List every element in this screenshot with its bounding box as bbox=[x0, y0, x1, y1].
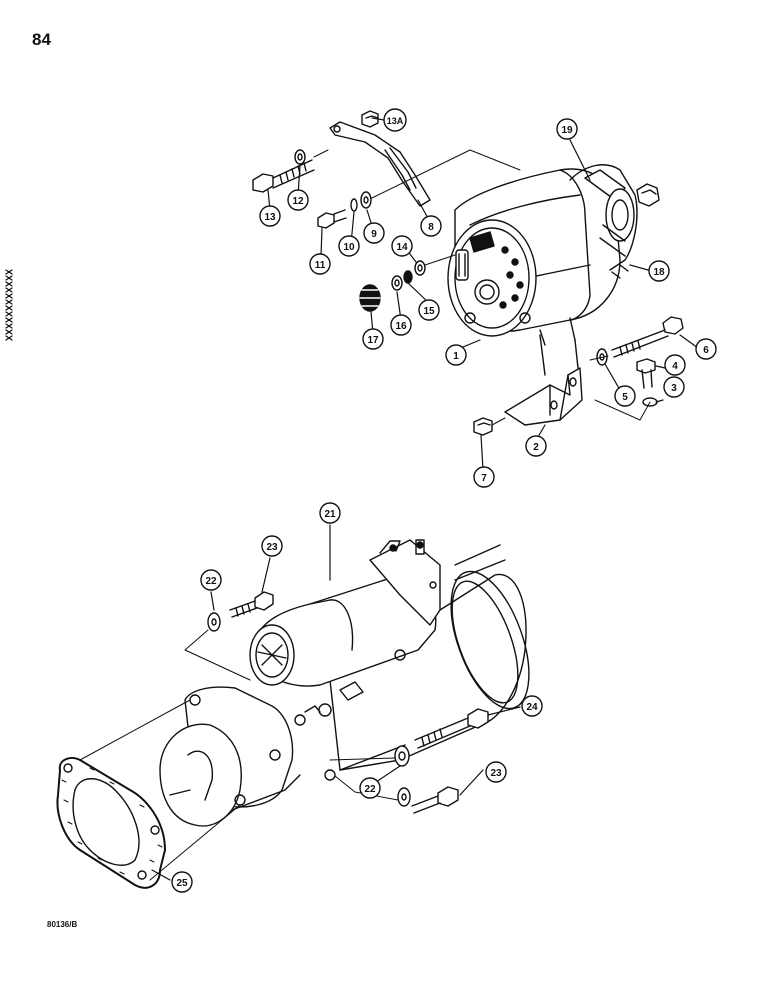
washer-22-lower bbox=[394, 745, 410, 767]
callout-3: 3 bbox=[663, 376, 685, 398]
callout-6: 6 bbox=[695, 338, 717, 360]
callout-18: 18 bbox=[648, 260, 670, 282]
callout-14: 14 bbox=[391, 235, 413, 257]
adjusting-strap bbox=[329, 121, 431, 207]
margin-mark bbox=[5, 269, 13, 341]
washer-14 bbox=[414, 260, 426, 276]
svg-text:3: 3 bbox=[671, 383, 677, 394]
nut-7 bbox=[473, 417, 493, 436]
svg-text:11: 11 bbox=[315, 260, 326, 271]
svg-text:10: 10 bbox=[343, 242, 355, 253]
svg-text:23: 23 bbox=[266, 542, 278, 553]
callout-24: 24 bbox=[521, 695, 543, 717]
figure-reference: 80136/B bbox=[47, 920, 78, 929]
starter-alignment-lines bbox=[79, 629, 399, 881]
washer-12 bbox=[294, 149, 306, 165]
callout-5: 5 bbox=[614, 385, 636, 407]
callout-19: 19 bbox=[556, 118, 578, 140]
svg-text:4: 4 bbox=[672, 361, 678, 372]
svg-text:13: 13 bbox=[264, 212, 276, 223]
callout-22-upper: 22 bbox=[200, 569, 222, 591]
callout-13A: 13A bbox=[383, 108, 407, 132]
svg-text:18: 18 bbox=[653, 267, 665, 278]
svg-text:14: 14 bbox=[396, 242, 408, 253]
svg-text:13A: 13A bbox=[387, 116, 404, 126]
callout-16: 16 bbox=[390, 314, 412, 336]
callout-12: 12 bbox=[287, 189, 309, 211]
svg-text:12: 12 bbox=[292, 196, 304, 207]
callout-13: 13 bbox=[259, 205, 281, 227]
svg-text:8: 8 bbox=[428, 222, 434, 233]
svg-text:23: 23 bbox=[490, 768, 502, 779]
callout-17: 17 bbox=[362, 328, 384, 350]
callout-23-upper: 23 bbox=[261, 535, 283, 557]
callout-23-lower: 23 bbox=[485, 761, 507, 783]
callout-22-lower: 22 bbox=[359, 777, 381, 799]
callout-8: 8 bbox=[420, 215, 442, 237]
svg-text:16: 16 bbox=[395, 321, 407, 332]
nut-17 bbox=[359, 284, 381, 312]
svg-text:19: 19 bbox=[561, 125, 573, 136]
callout-1: 1 bbox=[445, 344, 467, 366]
svg-text:5: 5 bbox=[622, 392, 628, 403]
svg-text:17: 17 bbox=[367, 335, 379, 346]
callout-9: 9 bbox=[363, 222, 385, 244]
washer-9 bbox=[360, 191, 372, 209]
bolt-11 bbox=[317, 209, 347, 229]
lockwasher-10 bbox=[350, 198, 358, 212]
mounting-gasket bbox=[56, 757, 166, 889]
callout-2: 2 bbox=[525, 435, 547, 457]
svg-text:15: 15 bbox=[423, 306, 435, 317]
washer-22-bottom bbox=[397, 787, 411, 807]
bolt-4 bbox=[636, 358, 656, 389]
bolt-6 bbox=[611, 316, 684, 358]
svg-text:9: 9 bbox=[371, 229, 377, 240]
callout-10: 10 bbox=[338, 235, 360, 257]
svg-text:22: 22 bbox=[364, 784, 376, 795]
bolt-23-lower bbox=[411, 786, 459, 814]
svg-text:24: 24 bbox=[526, 702, 538, 713]
callout-21: 21 bbox=[319, 502, 341, 524]
bolt-23-upper bbox=[229, 591, 274, 618]
bolt-24 bbox=[414, 708, 489, 749]
nut-13A bbox=[361, 110, 379, 128]
svg-text:6: 6 bbox=[703, 345, 709, 356]
svg-text:7: 7 bbox=[481, 473, 487, 484]
alignment-lines bbox=[313, 149, 651, 426]
alternator-shaft-nut bbox=[636, 183, 660, 207]
mounting-bracket bbox=[504, 334, 583, 426]
svg-text:25: 25 bbox=[176, 878, 188, 889]
callout-7: 7 bbox=[473, 466, 495, 488]
callout-leaders bbox=[151, 117, 699, 881]
alternator-assembly bbox=[447, 164, 660, 346]
page-number: 84 bbox=[32, 30, 51, 49]
lockwasher-16 bbox=[391, 275, 403, 291]
callout-11: 11 bbox=[309, 253, 331, 275]
svg-text:21: 21 bbox=[324, 509, 336, 520]
washer-22-upper bbox=[207, 612, 221, 632]
svg-text:1: 1 bbox=[453, 351, 459, 362]
bolt-13 bbox=[252, 159, 315, 193]
callout-25: 25 bbox=[171, 871, 193, 893]
callout-4: 4 bbox=[664, 354, 686, 376]
washer-15 bbox=[403, 270, 413, 284]
callout-15: 15 bbox=[418, 299, 440, 321]
alternator-rear-plate bbox=[447, 219, 537, 337]
svg-text:2: 2 bbox=[533, 442, 539, 453]
svg-text:22: 22 bbox=[205, 576, 217, 587]
